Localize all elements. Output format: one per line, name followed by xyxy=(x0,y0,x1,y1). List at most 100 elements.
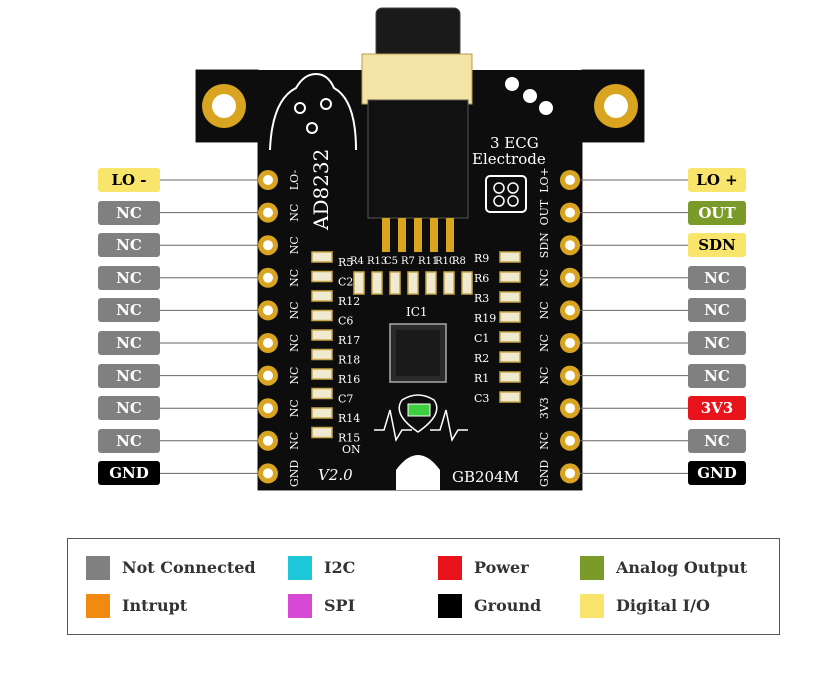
chip-label: AD8232 xyxy=(309,149,333,231)
pin-hole xyxy=(263,305,273,316)
silkscreen-pin-label: NC xyxy=(288,334,301,352)
silkscreen-pin-label: OUT xyxy=(538,199,551,225)
pin-label-lo: LO + xyxy=(688,168,746,192)
pin-hole xyxy=(565,370,575,381)
component-label: C2 xyxy=(338,276,353,289)
legend-swatch xyxy=(86,594,110,618)
electrode-label-line2: Electrode xyxy=(472,150,546,168)
component-label: R3 xyxy=(474,292,489,305)
left-pin-headers xyxy=(258,170,278,484)
electrode-label-line1: 3 ECG xyxy=(490,134,539,152)
legend-label: Intrupt xyxy=(122,596,188,615)
on-label: ON xyxy=(342,443,361,456)
version-label: V2.0 xyxy=(318,466,353,484)
legend-swatch xyxy=(580,556,604,580)
silkscreen-pin-label: NC xyxy=(288,269,301,287)
smd-component xyxy=(407,271,419,295)
smd-component xyxy=(311,329,333,341)
pin-label-out: OUT xyxy=(688,200,746,225)
silkscreen-pin-label: NC xyxy=(288,236,301,254)
component-label: R16 xyxy=(338,373,360,386)
smd-component xyxy=(499,251,521,263)
smd-component xyxy=(311,309,333,322)
pin-hole xyxy=(263,435,273,446)
smd-component xyxy=(371,271,383,295)
pin-hole xyxy=(565,403,575,414)
smd-component xyxy=(499,331,521,343)
legend-swatch xyxy=(288,556,312,580)
pin-hole xyxy=(263,468,273,479)
electrode-icon xyxy=(505,77,553,115)
component-label: C1 xyxy=(474,332,489,345)
pin-hole xyxy=(263,272,273,283)
pin-label-nc: NC xyxy=(98,363,160,388)
component-label: R6 xyxy=(474,272,489,285)
pin-label-gnd: GND xyxy=(98,461,160,486)
component-label: R13 xyxy=(367,256,387,267)
pin-hole xyxy=(565,240,575,251)
smd-component xyxy=(311,270,333,283)
component-label: C5 xyxy=(384,256,398,267)
pin-hole xyxy=(565,175,575,185)
led-indicator xyxy=(407,403,431,417)
component-label: R8 xyxy=(452,256,466,267)
smd-component xyxy=(311,368,333,380)
pin-hole xyxy=(263,240,273,251)
smd-component xyxy=(499,311,521,323)
sensor-board-diagram: AD8232 3 ECG Electrode IC1 V2.0 GB204M O… xyxy=(160,7,688,491)
pin-hole xyxy=(565,435,575,446)
pin-label-nc: NC xyxy=(688,331,746,355)
pin-hole xyxy=(565,272,575,283)
chip-logo-icon xyxy=(485,175,527,213)
silkscreen-pin-label: NC xyxy=(538,367,551,385)
pin-label-3v3: 3V3 xyxy=(688,396,746,421)
component-label: R7 xyxy=(401,256,415,267)
silkscreen-pin-label: NC xyxy=(538,432,551,450)
pin-hole xyxy=(263,175,273,185)
pin-label-nc: NC xyxy=(688,363,746,388)
smd-component xyxy=(311,348,333,361)
pin-label-nc: NC xyxy=(98,265,160,290)
smd-component xyxy=(311,251,333,263)
pin-label-nc: NC xyxy=(98,331,160,355)
pin-label-nc: NC xyxy=(98,200,160,225)
silkscreen-pin-label: 3V3 xyxy=(538,397,551,419)
legend-label: I2C xyxy=(324,558,356,577)
silkscreen-pin-label: GND xyxy=(538,460,551,487)
silkscreen-pin-label: NC xyxy=(538,334,551,352)
legend-swatch xyxy=(288,594,312,618)
right-pin-headers xyxy=(560,170,580,484)
component-label: R12 xyxy=(338,295,360,308)
legend-label: Digital I/O xyxy=(616,596,710,615)
pin-hole xyxy=(565,207,575,218)
audio-jack-connector xyxy=(361,7,473,252)
pin-label-nc: NC xyxy=(98,428,160,453)
smd-component xyxy=(499,371,521,383)
pin-hole xyxy=(565,468,575,479)
smd-component xyxy=(353,271,365,295)
component-label: R14 xyxy=(338,412,360,425)
silkscreen-pin-label: NC xyxy=(288,301,301,319)
silkscreen-pin-label: NC xyxy=(288,204,301,222)
component-label: R10 xyxy=(435,256,455,267)
legend-swatch xyxy=(580,594,604,618)
pin-hole xyxy=(263,370,273,381)
component-label: R19 xyxy=(474,312,496,325)
silkscreen-pin-label: LO- xyxy=(288,170,301,191)
smd-component xyxy=(499,291,521,303)
legend-label: Analog Output xyxy=(616,558,748,577)
pin-label-sdn: SDN xyxy=(688,233,746,258)
legend-label: SPI xyxy=(324,596,356,615)
pin-hole xyxy=(263,207,273,218)
smd-component xyxy=(499,351,521,363)
smd-component xyxy=(311,290,333,302)
component-label: C7 xyxy=(338,393,353,406)
smd-component xyxy=(461,271,473,295)
component-label: R9 xyxy=(474,252,489,265)
